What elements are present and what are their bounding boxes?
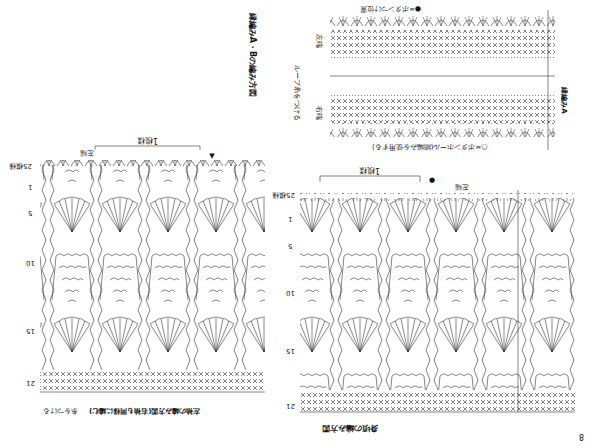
- chart-label: 左袖の編み方図(右袖も同様に編む): [88, 407, 201, 414]
- chart-label: 1模様: [136, 136, 159, 144]
- chart-label: 縁編みA: [559, 86, 566, 114]
- chart-label: 左端: [315, 32, 322, 48]
- chart-label: 25模様: [8, 162, 33, 169]
- chart-label: 21: [285, 402, 296, 409]
- chart-label: 左端: [454, 183, 470, 190]
- chart-label: 1: [287, 215, 293, 222]
- chart-label: 5: [287, 242, 293, 249]
- body-chart: [300, 176, 575, 412]
- chart-label: 糸をつける: [42, 407, 79, 414]
- chart-label: 縁編みA・Bの編み方図: [248, 12, 256, 98]
- chart-label: 1: [27, 183, 33, 190]
- chart-label: 1模様: [358, 166, 381, 174]
- chart-label: ▼: [208, 153, 215, 160]
- left-sleeve-chart: [40, 146, 265, 392]
- chart-label: 8: [578, 432, 585, 440]
- chart-label: ●: [428, 177, 436, 184]
- edging-chart: [330, 10, 555, 150]
- chart-label: 21: [25, 379, 36, 386]
- chart-label: 10: [25, 259, 36, 266]
- chart-label: 5: [27, 209, 33, 216]
- chart-label: 右端: [315, 104, 322, 120]
- chart-label: 身頃の編み方図: [321, 424, 379, 432]
- chart-label: 25模様: [271, 191, 296, 198]
- chart-label: 左端: [79, 149, 95, 156]
- chart-label: ループ糸をつける: [293, 63, 300, 121]
- chart-label: ○=ボタンホール(細編みを使用する): [371, 143, 488, 150]
- chart-label: 15: [25, 327, 36, 334]
- chart-label: 15: [285, 347, 296, 354]
- chart-label: 10: [285, 289, 296, 296]
- chart-label: ●=ボタンつけ位置: [359, 5, 422, 12]
